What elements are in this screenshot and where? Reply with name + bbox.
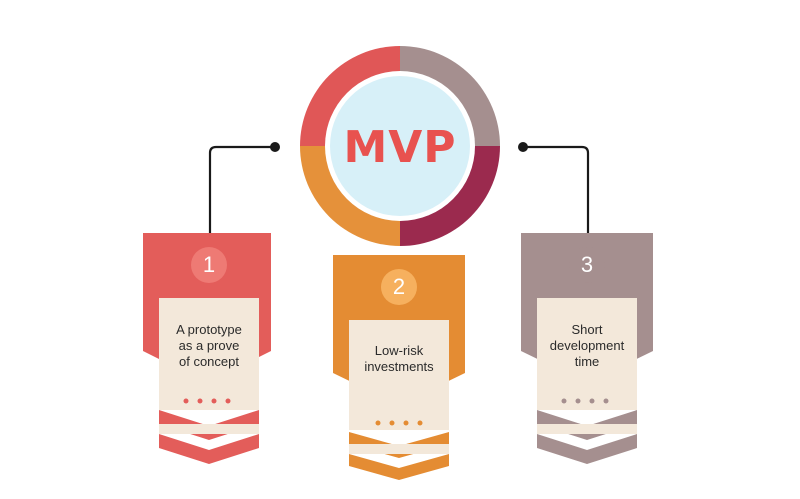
card-1-text: A prototype as a prove of concept (159, 322, 259, 370)
card-1-chevron-gap (159, 424, 259, 434)
card-1-line-1: A prototype (176, 322, 242, 337)
card-3-dots (561, 398, 609, 404)
mvp-title: MVP (343, 122, 457, 173)
card-2-chevron-gap (349, 444, 449, 454)
card-3-line-1: Short (571, 322, 603, 337)
card-1-line-3: of concept (179, 354, 239, 369)
card-3-line-3: time (574, 354, 600, 369)
connector-left (208, 145, 275, 236)
card-3-panel (537, 298, 637, 410)
card-1 (143, 233, 271, 464)
card-3 (521, 233, 653, 464)
card-2-chevron-bottom (349, 454, 449, 480)
card-3-number: 3 (580, 252, 594, 277)
connector-right-dot (518, 142, 528, 152)
card-1-chevron-bottom (159, 434, 259, 464)
card-2-panel (349, 320, 449, 430)
card-1-dots (183, 398, 231, 404)
card-1-badge (191, 247, 227, 283)
card-3-badge (569, 247, 605, 283)
card-1-panel (159, 298, 259, 410)
mvp-ring (300, 46, 500, 246)
card-2-line-2: investments (364, 359, 434, 374)
card-3-text: Short development time (537, 322, 637, 370)
card-2-badge (381, 269, 417, 305)
card-2-text: Low-risk investments (349, 343, 449, 375)
card-2-number: 2 (392, 274, 406, 299)
card-2-dots (375, 420, 423, 426)
connector-left-dot (270, 142, 280, 152)
card-3-chevron-gap (537, 424, 637, 434)
card-3-chevron-bottom (537, 434, 637, 464)
card-1-line-2: as a prove (178, 338, 240, 353)
card-2-line-1: Low-risk (374, 343, 424, 358)
card-2 (333, 255, 465, 480)
card-1-number: 1 (202, 252, 216, 277)
card-3-line-2: development (549, 338, 625, 353)
ring-inner-disc (330, 76, 470, 216)
connector-right (523, 145, 590, 236)
